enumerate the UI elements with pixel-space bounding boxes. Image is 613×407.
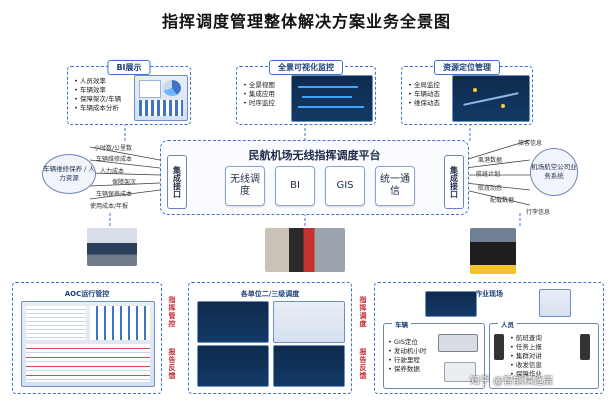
unit-dispatch-panel: 各单位二/三级调度	[188, 282, 352, 394]
field-ops-form	[539, 289, 571, 317]
control-room-photo	[87, 228, 137, 266]
vehicle-box: 车辆 GIS定位 发动机小时 行驶里程 保养数据	[383, 319, 485, 389]
aoc-panel-title: AOC运行管控	[64, 290, 110, 298]
resource-list: 全局监控 车辆动态 维保动态	[408, 81, 440, 108]
truck-icon	[438, 334, 478, 352]
field-ops-screen	[425, 291, 477, 317]
personnel-list: 航班查询 任务上报 集群对讲 收发信息 保障作业	[510, 334, 542, 379]
aoc-screen-thumbnail	[21, 301, 155, 387]
list-item: 任务上报	[510, 343, 542, 352]
personnel-box-title: 人员	[498, 319, 517, 329]
list-item: 收发信息	[510, 361, 542, 370]
flow-label: 航班计划	[476, 171, 501, 178]
monitor-panel: 全景可视化监控 全景视图 集成应用 时序监控	[236, 60, 376, 125]
flow-label: 离港数据	[478, 157, 503, 164]
wireless-dispatch-tile[interactable]: 无线调度	[225, 166, 265, 206]
flow-label: 配载数据	[490, 197, 515, 204]
unit-dispatch-screen-1	[197, 301, 269, 343]
bi-panel-title: BI展示	[107, 60, 151, 75]
platform-title: 民航机场无线指挥调度平台	[248, 149, 381, 162]
list-item: GIS定位	[388, 338, 426, 347]
flow-label: 旅客信息	[518, 140, 543, 147]
command-label-left: 指挥管控	[168, 296, 176, 328]
vehicle-device-icon	[444, 362, 476, 382]
resource-panel: 资源定位管理 全局监控 车辆动态 维保动态	[401, 60, 533, 125]
unit-dispatch-screen-4	[273, 345, 345, 387]
dispatch-platform: 民航机场无线指挥调度平台 集成接口 集成接口 无线调度 BI GIS 统一通信	[160, 140, 469, 215]
report-label-left: 报告反馈	[168, 348, 176, 380]
personnel-box: 人员 航班查询 任务上报 集群对讲 收发信息 保障作业	[489, 319, 599, 389]
resource-panel-title: 资源定位管理	[434, 60, 500, 75]
bi-dashboard-thumbnail	[134, 75, 188, 121]
command-label-right: 指挥调度	[359, 296, 367, 328]
bi-tile[interactable]: BI	[275, 166, 315, 206]
flow-label: 车辆保养成本	[96, 191, 133, 198]
field-ops-panel: 作业现场 车辆 GIS定位 发动机小时 行驶里程 保养数据 人员 航班查询 任务…	[374, 282, 604, 394]
dispatcher-photo	[265, 228, 345, 272]
monitor-panel-title: 全景可视化监控	[269, 60, 343, 75]
resource-map-thumbnail	[452, 75, 530, 122]
list-item: 时序监控	[243, 99, 275, 108]
field-worker-photo	[470, 228, 516, 274]
list-item: 人员效率	[74, 77, 121, 86]
bi-panel: BI展示 人员效率 车辆效率 保障架次/车辆 车辆成本分析	[67, 60, 191, 125]
flow-label: 车辆维修成本	[96, 156, 133, 163]
list-item: 集成应用	[243, 90, 275, 99]
list-item: 车辆效率	[74, 86, 121, 95]
unified-comm-tile[interactable]: 统一通信	[375, 166, 415, 206]
flow-label: 行李信息	[526, 209, 551, 216]
flow-label: 保障架次	[112, 179, 137, 186]
list-item: 车辆动态	[408, 90, 440, 99]
unit-dispatch-screen-3	[197, 345, 269, 387]
list-item: 保障架次/车辆	[74, 95, 121, 104]
watermark: 知乎 @智能精选层	[470, 376, 554, 387]
flow-label: 使用成本/年报	[90, 203, 129, 210]
gis-tile[interactable]: GIS	[325, 166, 365, 206]
integration-interface-left[interactable]: 集成接口	[167, 155, 187, 209]
list-item: 全景视图	[243, 81, 275, 90]
report-label-right: 报告反馈	[359, 348, 367, 380]
list-item: 保养数据	[388, 365, 426, 374]
list-item: 行驶里程	[388, 356, 426, 365]
bi-list: 人员效率 车辆效率 保障架次/车辆 车辆成本分析	[74, 77, 121, 113]
unit-dispatch-screen-2	[273, 301, 345, 343]
list-item: 航班查询	[510, 334, 542, 343]
vehicle-list: GIS定位 发动机小时 行驶里程 保养数据	[388, 338, 427, 374]
airline-systems-circle: 机场航空公司业务系统	[530, 148, 578, 196]
field-ops-title: 作业现场	[475, 290, 503, 298]
aoc-panel: AOC运行管控	[12, 282, 162, 394]
monitor-list: 全景视图 集成应用 时序监控	[243, 81, 275, 108]
list-item: 保障作业	[510, 370, 542, 379]
integration-interface-right[interactable]: 集成接口	[444, 155, 464, 209]
hr-maintenance-circle: 车辆维修保养 / 人力资源	[42, 154, 96, 194]
list-item: 集群对讲	[510, 352, 542, 361]
radio-device-icon	[494, 334, 504, 360]
unit-dispatch-title: 各单位二/三级调度	[240, 290, 300, 298]
list-item: 车辆成本分析	[74, 104, 121, 113]
monitor-thumbnail	[291, 75, 373, 122]
radio-device-icon	[580, 334, 590, 360]
flow-label: 小时数/公里数	[94, 145, 133, 152]
list-item: 全局监控	[408, 81, 440, 90]
flow-label: 人力成本	[100, 168, 125, 175]
list-item: 维保动态	[408, 99, 440, 108]
list-item: 发动机小时	[388, 347, 427, 356]
flow-label: 航班动态	[478, 185, 503, 192]
page-title: 指挥调度管理整体解决方案业务全景图	[161, 12, 451, 31]
vehicle-box-title: 车辆	[392, 319, 411, 329]
